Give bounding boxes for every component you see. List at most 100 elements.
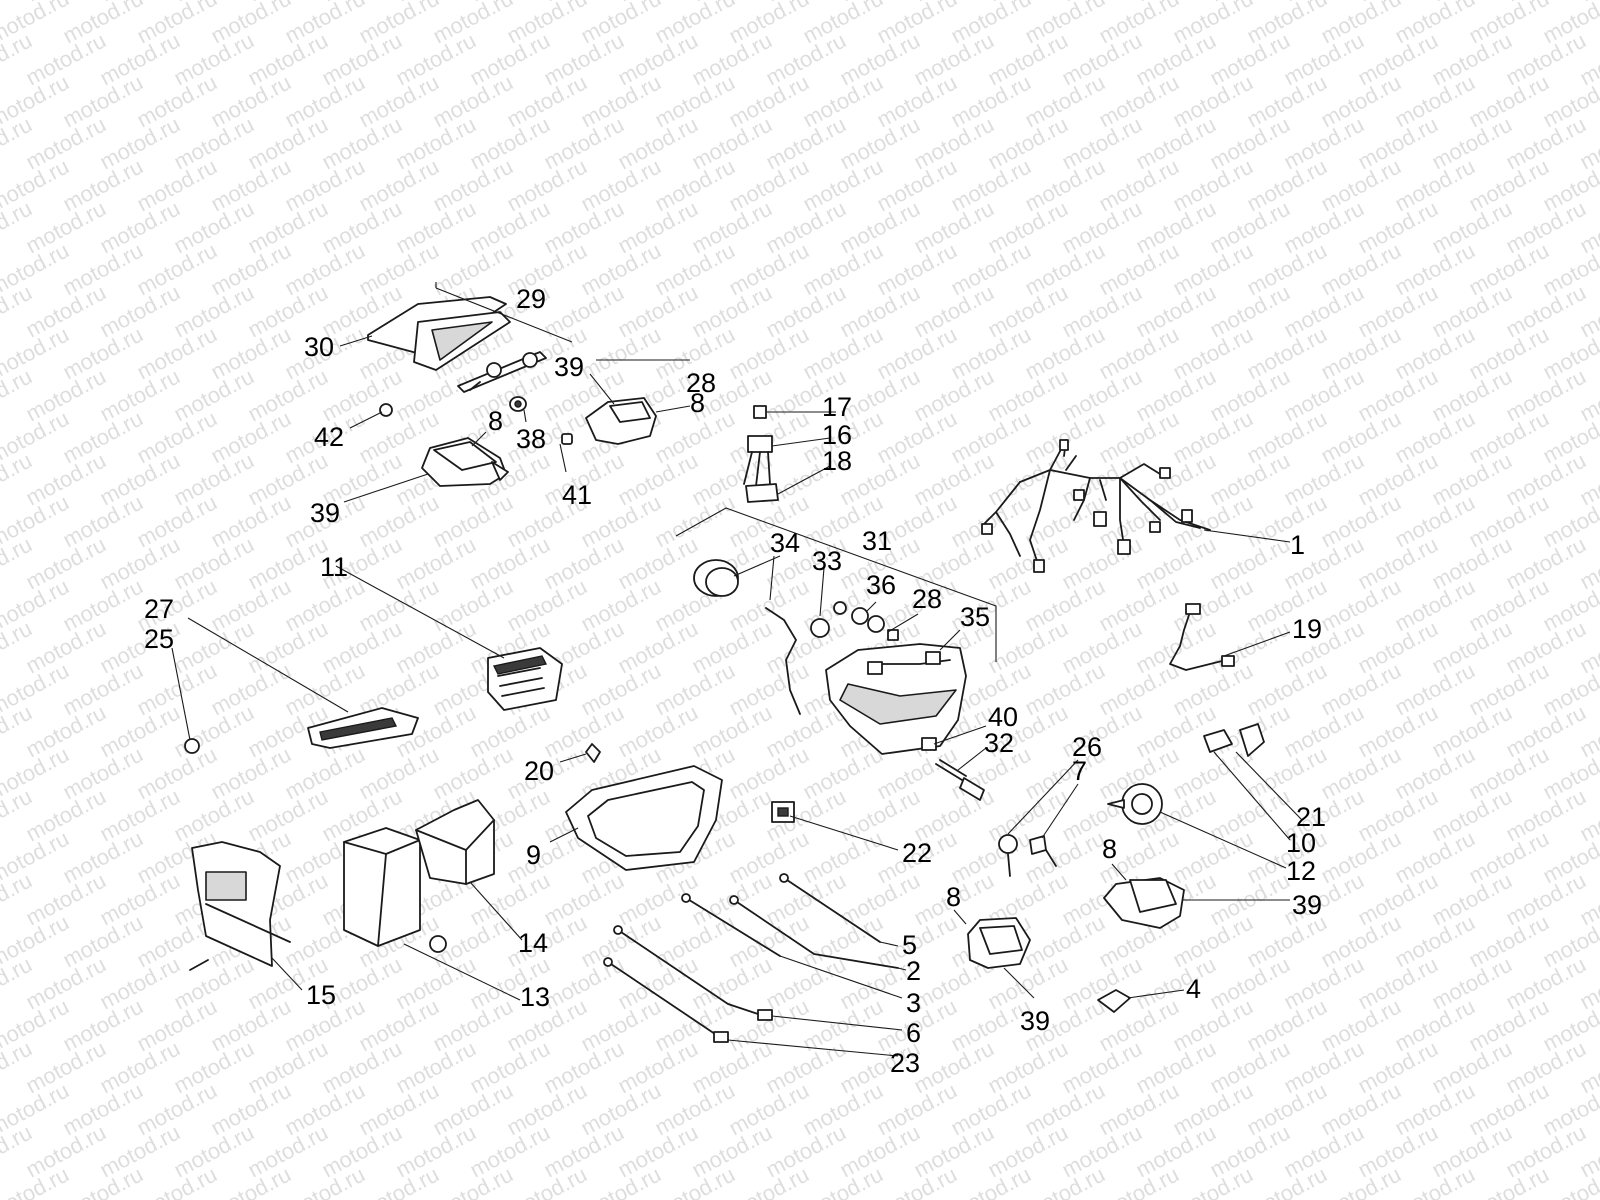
- leader-34b: [769, 555, 775, 601]
- leader-16: [771, 437, 831, 447]
- callout-6: 6: [906, 1018, 921, 1048]
- relay-assembly: [743, 405, 779, 503]
- leader-40: [933, 725, 987, 745]
- callout-32: 32: [984, 728, 1014, 758]
- switches: [1203, 723, 1265, 757]
- leader-22: [789, 815, 899, 851]
- leader-19: [1223, 631, 1291, 657]
- leader-lines: [171, 282, 1303, 1057]
- leader-11: [335, 565, 505, 659]
- sensor: [585, 743, 601, 763]
- leader-41: [559, 443, 567, 473]
- callout-8c: 8: [1102, 834, 1117, 864]
- callout-39b: 39: [554, 352, 584, 382]
- clip: [771, 801, 795, 823]
- leader-39b: [589, 373, 615, 405]
- leader-3: [779, 955, 903, 999]
- frame-cover: [565, 765, 723, 871]
- callout-42: 42: [314, 422, 344, 452]
- leader-33: [819, 567, 825, 617]
- tail-light-assembly: [693, 559, 967, 755]
- callout-39c: 39: [1292, 890, 1322, 920]
- callout-15: 15: [306, 980, 336, 1010]
- leader-9: [549, 827, 579, 843]
- turn-signal-front-right: [1103, 877, 1185, 929]
- callout-16: 16: [822, 420, 852, 450]
- callout-14: 14: [518, 928, 548, 958]
- callout-34: 34: [770, 528, 800, 558]
- battery-bracket: [415, 799, 495, 885]
- horn: [1107, 783, 1163, 825]
- leader-15: [271, 957, 303, 991]
- callout-27: 27: [144, 594, 174, 624]
- callout-30: 30: [304, 332, 334, 362]
- callout-8b: 8: [690, 388, 705, 418]
- leader-2: [897, 967, 907, 971]
- wiring-harness: [981, 439, 1211, 573]
- callout-39d: 39: [1020, 1006, 1050, 1036]
- callout-29: 29: [516, 284, 546, 314]
- leader-6: [771, 1015, 903, 1031]
- leader-13: [403, 943, 521, 1001]
- callout-8a: 8: [488, 406, 503, 436]
- callout-5: 5: [902, 930, 917, 960]
- watermark-text: motod.ru: [1576, 0, 1600, 6]
- leader-20: [559, 753, 587, 763]
- callout-22: 22: [902, 838, 932, 868]
- leader-14: [469, 881, 523, 941]
- leader-34a: [733, 555, 781, 577]
- callout-1: 1: [1290, 530, 1305, 560]
- leader-39a: [343, 473, 429, 503]
- turn-signal-front-left: [967, 917, 1031, 969]
- callout-28a: 28: [686, 368, 716, 398]
- voltage-regulator: [487, 647, 563, 711]
- leader-4: [1127, 989, 1185, 999]
- side-cover: [189, 841, 291, 971]
- leader-8b: [655, 405, 691, 413]
- leader-39d: [1003, 967, 1035, 999]
- leader-27: [187, 617, 349, 713]
- leader-36: [865, 601, 877, 613]
- leader-23: [727, 1039, 899, 1057]
- fuse-box: [184, 707, 419, 754]
- callout-20: 20: [524, 756, 554, 786]
- callout-4: 4: [1186, 974, 1201, 1004]
- callout-36: 36: [866, 570, 896, 600]
- callout-17: 17: [822, 392, 852, 422]
- leader-30: [339, 335, 373, 347]
- license-light-holder: [457, 351, 547, 393]
- callout-25: 25: [144, 624, 174, 654]
- leader-18: [777, 465, 831, 495]
- callout-21: 21: [1296, 802, 1326, 832]
- license-light-lens: [367, 296, 511, 371]
- callout-40: 40: [988, 702, 1018, 732]
- group-bracket-31: [675, 507, 997, 662]
- callout-8d: 8: [946, 882, 961, 912]
- callout-11: 11: [320, 552, 348, 582]
- leader-1: [1203, 529, 1291, 543]
- leader-8d: [953, 909, 967, 925]
- tail-light-bolt: [921, 737, 985, 801]
- callout-18: 18: [822, 446, 852, 476]
- callout-19: 19: [1292, 614, 1322, 644]
- callout-41: 41: [562, 480, 592, 510]
- callout-7: 7: [1072, 756, 1087, 786]
- turn-signal-rear-right: [561, 397, 657, 445]
- horn-bracket: [998, 834, 1057, 877]
- group-bracket-29: [435, 282, 573, 343]
- callout-23: 23: [890, 1048, 920, 1078]
- battery: [343, 827, 447, 953]
- leader-10: [1213, 751, 1291, 841]
- callout-31: 31: [862, 526, 892, 556]
- ground-leads: [603, 873, 899, 1043]
- callout-9: 9: [526, 840, 541, 870]
- turn-signal-rear-left: [379, 403, 509, 487]
- leader-38: [523, 409, 527, 423]
- leader-8c: [1111, 863, 1127, 881]
- callout-labels: 1 2 3 4 5 6 7 8 8 8 8 9 10 11 12 13 14 1…: [144, 284, 1326, 1078]
- callout-28b: 28: [912, 584, 942, 614]
- leader-21: [1235, 751, 1303, 821]
- leader-26: [1007, 759, 1079, 835]
